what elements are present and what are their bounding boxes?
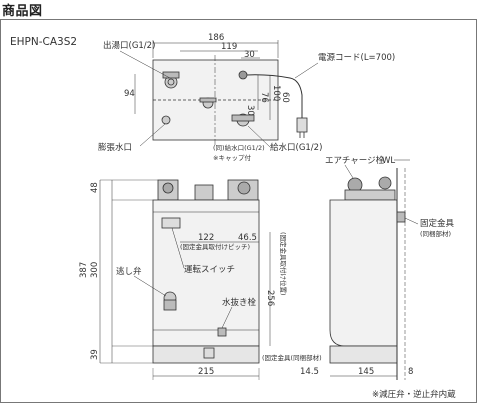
dim-186: 186 bbox=[208, 33, 224, 43]
label-bracket-pitch: (固定金具取付けピッチ) bbox=[180, 242, 250, 251]
side-base bbox=[329, 345, 398, 364]
label-air-valve: エアチャージ栓 bbox=[325, 155, 385, 166]
label-bracket-bottom: (固定金具(同梱部材) bbox=[262, 353, 322, 362]
dim-100: 100 bbox=[271, 85, 281, 101]
dim-30b: 30 bbox=[245, 105, 255, 116]
page-title: 商品図 bbox=[2, 4, 43, 19]
dim-14-5: 14.5 bbox=[300, 367, 319, 377]
top-view: 186 119 30 94 76 100 30 60 出湯口(G1/2) 電源コ… bbox=[98, 33, 395, 162]
label-drain-port: (同)給水口(G1/2) bbox=[213, 143, 265, 152]
expansion-fitting bbox=[161, 115, 171, 125]
dim-145: 145 bbox=[358, 367, 374, 377]
label-bracket-position: (固定金具取付け位置) bbox=[279, 232, 288, 296]
cord-gland bbox=[238, 70, 248, 80]
drawing-frame bbox=[0, 19, 477, 403]
side-view: 145 14.5 8 エアチャージ栓 WL 固定金具 (同梱部材) bbox=[300, 155, 455, 380]
dim-256: 256 bbox=[265, 290, 275, 306]
dim-387: 387 bbox=[79, 262, 89, 278]
label-outlet: 出湯口(G1/2) bbox=[103, 40, 155, 51]
dim-8: 8 bbox=[408, 367, 413, 377]
label-power-cord: 電源コード(L=700) bbox=[318, 53, 395, 63]
model-name: EHPN-CA3S2 bbox=[10, 36, 77, 48]
label-drain-plug: 水抜き栓 bbox=[222, 297, 257, 308]
label-expansion-port: 膨張水口 bbox=[98, 142, 132, 153]
side-body bbox=[329, 199, 398, 347]
operation-switch bbox=[161, 217, 181, 229]
dim-119: 119 bbox=[221, 42, 237, 52]
dim-48: 48 bbox=[90, 182, 100, 193]
dim-300: 300 bbox=[90, 262, 100, 278]
dim-39: 39 bbox=[90, 349, 100, 360]
dim-94: 94 bbox=[124, 89, 135, 99]
label-bracket: 固定金具 bbox=[420, 218, 455, 229]
dim-76: 76 bbox=[259, 92, 269, 103]
power-plug bbox=[296, 117, 308, 133]
label-wl: WL bbox=[382, 156, 395, 166]
dim-215: 215 bbox=[198, 367, 214, 377]
dim-46-5: 46.5 bbox=[238, 233, 257, 243]
label-bracket-sub: (同梱部材) bbox=[420, 229, 451, 238]
label-switch: 運転スイッチ bbox=[184, 265, 235, 275]
label-relief-valve: 逃し弁 bbox=[116, 266, 142, 277]
wall-bracket bbox=[396, 211, 406, 223]
label-cap-note: ※キャップ付 bbox=[213, 153, 251, 162]
front-view: 48 387 300 39 122 46.5 256 (固定金具取付け位置) (… bbox=[79, 179, 322, 380]
dim-30: 30 bbox=[244, 50, 255, 60]
dim-122: 122 bbox=[198, 233, 214, 243]
footnote: ※減圧弁・逆止弁内蔵 bbox=[372, 389, 456, 400]
label-inlet: 給水口(G1/2) bbox=[270, 142, 322, 153]
drain-plug bbox=[217, 327, 227, 337]
front-mid-fitting bbox=[194, 184, 214, 201]
dim-60: 60 bbox=[280, 92, 290, 103]
